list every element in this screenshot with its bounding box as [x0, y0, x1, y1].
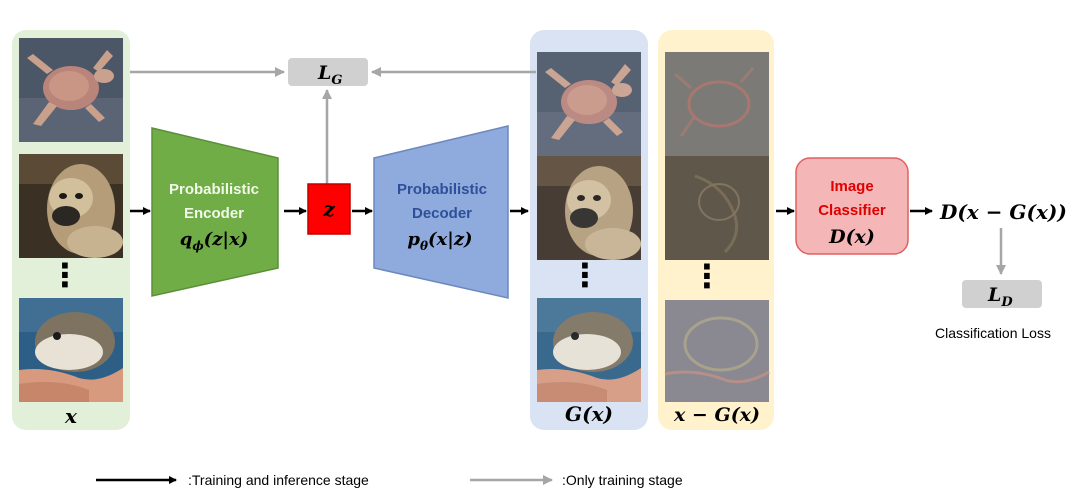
latent-label: z — [322, 197, 335, 221]
encoder-line1: Probabilistic — [169, 181, 259, 198]
reconstructed-pufferfish-image — [537, 298, 641, 402]
input-monkey-image — [19, 154, 123, 258]
reconstruction-ellipsis: ⋮ — [569, 256, 601, 294]
residual-ellipsis: ⋮ — [691, 257, 723, 295]
residual-pufferfish-image — [665, 300, 769, 402]
residual-turtle-image — [665, 52, 769, 156]
reconstruction-label: G(x) — [565, 402, 613, 426]
classifier-formula: D(x) — [828, 226, 875, 248]
classifier-line2: Classifier — [818, 202, 886, 219]
decoder-formula: pθ(x|z) — [407, 229, 472, 253]
encoder-formula: qϕ(z|x) — [180, 229, 248, 253]
input-label: x — [64, 404, 78, 428]
input-turtle-image — [19, 38, 123, 142]
reconstructed-turtle-image — [537, 52, 641, 156]
classification-loss-caption: Classification Loss — [935, 325, 1051, 341]
residual-monkey-image — [665, 156, 769, 260]
residual-label: x − G(x) — [673, 404, 760, 426]
input-pufferfish-image — [19, 298, 123, 402]
output-label: D(x − G(x)) — [939, 200, 1067, 224]
reconstructed-monkey-image — [537, 156, 641, 260]
classifier-line1: Image — [830, 178, 873, 195]
decoder-line1: Probabilistic — [397, 181, 487, 198]
decoder-line2: Decoder — [412, 205, 472, 222]
encoder-line2: Encoder — [184, 205, 244, 222]
legend-gray-text: :Only training stage — [562, 472, 683, 488]
input-ellipsis: ⋮ — [49, 256, 81, 294]
legend-black-text: :Training and inference stage — [188, 472, 369, 488]
